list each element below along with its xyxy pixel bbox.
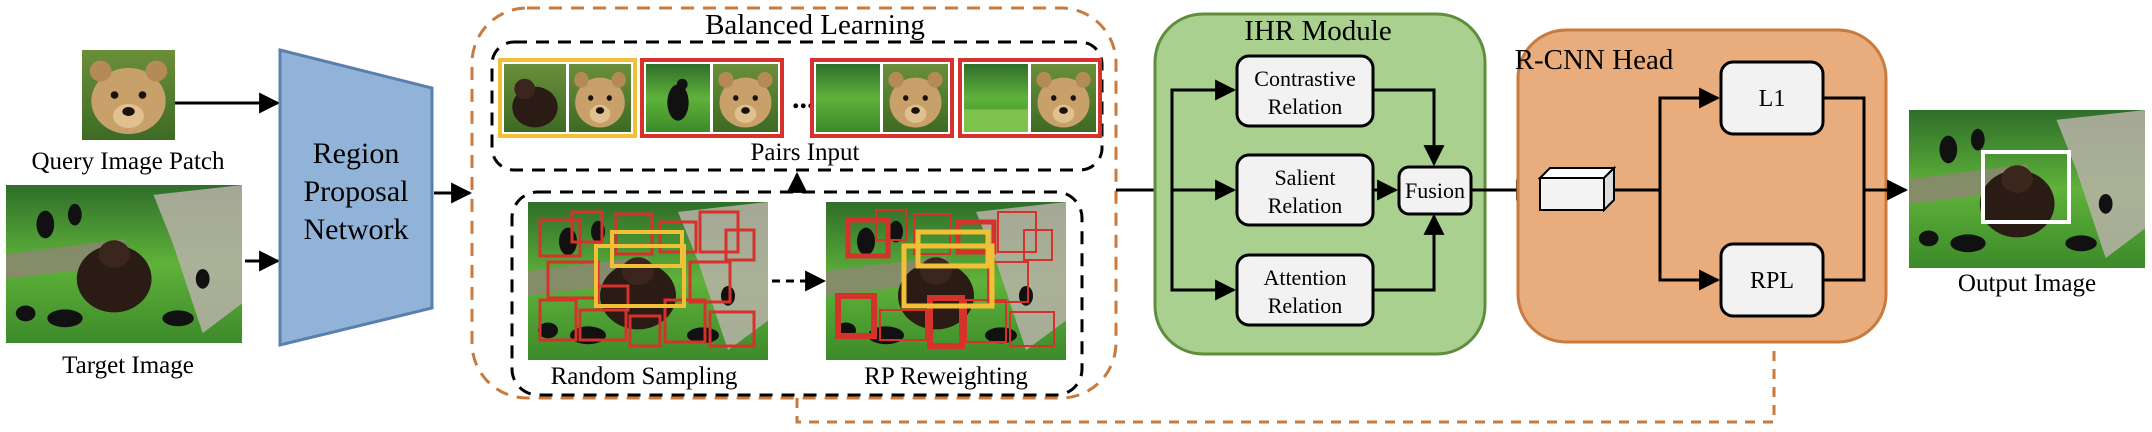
svg-text:Relation: Relation (1268, 293, 1343, 318)
rpn-label-line1: Region (313, 137, 400, 170)
output-image-label: Output Image (1958, 270, 2096, 297)
random-sampling-image (528, 202, 768, 360)
salient-relation-node: Salient Relation (1235, 153, 1375, 227)
svg-text:Salient: Salient (1274, 165, 1335, 190)
rp-reweighting-image (826, 202, 1066, 360)
l1-node: L1 (1719, 60, 1825, 136)
l1-to-merge (1823, 96, 1866, 190)
feedback-dashed-arrow (795, 315, 1785, 424)
split-to-l1-arrow (1658, 87, 1721, 190)
svg-text:L1: L1 (1759, 86, 1786, 112)
pair-1 (498, 58, 637, 138)
query-image-label: Query Image Patch (32, 148, 225, 175)
contrastive-to-fusion-arrow (1373, 88, 1445, 167)
split-to-rpl-arrow (1658, 190, 1721, 291)
target-image (6, 185, 242, 343)
query-image-patch (82, 50, 175, 140)
balanced-learning-container (470, 6, 1118, 400)
svg-text:Contrastive: Contrastive (1254, 66, 1355, 91)
contrastive-relation-node: Contrastive Relation (1235, 54, 1375, 128)
rpn-trapezoid (278, 48, 434, 347)
svg-text:Relation: Relation (1268, 193, 1343, 218)
rp-reweighting-label: RP Reweighting (864, 363, 1028, 390)
ihr-module-title: IHR Module (1244, 15, 1391, 47)
ihr-split-bottom (1170, 190, 1237, 301)
svg-text:Attention: Attention (1263, 265, 1346, 290)
svg-text:Fusion: Fusion (1405, 178, 1465, 203)
random-sampling-label: Random Sampling (551, 363, 738, 390)
rpn-label-line3: Network (304, 213, 409, 246)
rpl-node: RPL (1719, 242, 1825, 318)
pairs-input-label: Pairs Input (750, 139, 859, 166)
attention-to-fusion-arrow (1373, 213, 1445, 292)
pair-3 (810, 58, 954, 138)
feature-cuboid (1537, 165, 1617, 213)
pair-4 (958, 58, 1102, 138)
rcnn-head-title: R-CNN Head (1515, 44, 1674, 76)
rpn-label-line2: Proposal (304, 175, 409, 208)
svg-text:Relation: Relation (1268, 94, 1343, 119)
rpl-to-merge (1823, 190, 1866, 282)
target-image-label: Target Image (62, 352, 194, 379)
pair-2 (640, 58, 784, 138)
svg-text:RPL: RPL (1750, 268, 1794, 294)
output-detection-box (1981, 150, 2071, 224)
ihr-split-top (1170, 79, 1237, 190)
fusion-node: Fusion (1397, 165, 1473, 216)
output-image (1909, 110, 2145, 268)
balanced-learning-title: Balanced Learning (705, 9, 925, 41)
attention-relation-node: Attention Relation (1235, 253, 1375, 327)
